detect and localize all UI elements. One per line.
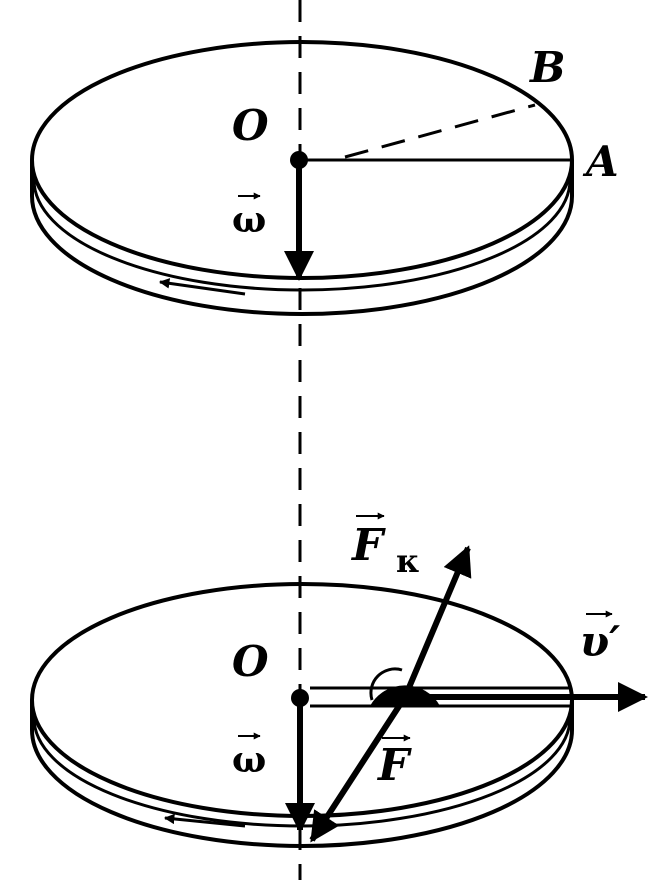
- coriolis-force-vector: [402, 545, 472, 699]
- bottom-omega-label: ω: [232, 739, 266, 781]
- bottom-disk: O ω F к F υ′: [30, 512, 648, 848]
- top-omega-label: ω: [232, 199, 266, 241]
- top-disk-side: [30, 160, 574, 316]
- bottom-rotation-arrow: [163, 813, 246, 828]
- bottom-center-dot: [291, 689, 309, 707]
- top-point-a-label: A: [582, 137, 619, 186]
- top-point-b-label: B: [529, 43, 566, 92]
- top-center-label: O: [232, 101, 269, 150]
- top-disk: O B A ω: [30, 40, 619, 316]
- inertial-force-label: F: [376, 740, 412, 791]
- top-rotation-arrow: [158, 278, 246, 296]
- bottom-center-label: O: [232, 637, 269, 686]
- coriolis-force-subscript: к: [396, 542, 419, 580]
- bottom-disk-side: [30, 700, 574, 848]
- relative-velocity-label: υ′: [580, 617, 620, 666]
- top-disk-rim-line: [32, 179, 572, 292]
- top-radius-ob: [344, 103, 536, 159]
- body-angle-arc: [369, 667, 403, 701]
- inertial-force-vector: [309, 695, 408, 843]
- top-center-dot: [290, 151, 308, 169]
- coriolis-force-label: F: [350, 520, 386, 571]
